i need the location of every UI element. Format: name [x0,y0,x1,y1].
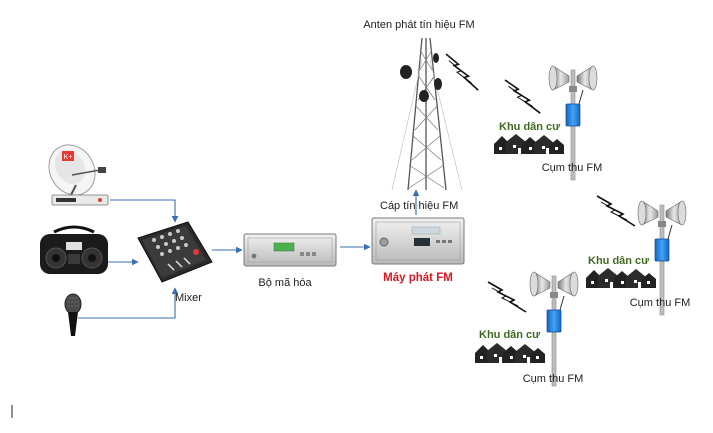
residential-label-2: Khu dân cư [588,255,649,267]
antenna-tower-icon [391,37,463,191]
residential-label-1: Khu dân cư [499,121,560,133]
receiver-label-3: Cụm thu FM [523,373,584,385]
microphone-icon [64,293,82,336]
connector-lines [78,189,420,319]
satellite-to-mixer-line [110,199,179,223]
mic-to-mixer-line [78,287,179,319]
rack-transmitter-icon [371,217,465,265]
lightning-signal-icon [501,79,544,114]
receiver-label-2: Cụm thu FM [630,297,691,309]
mixer-label: Mixer [175,292,202,304]
transmitter-label: Máy phát FM [383,272,453,284]
lightning-signal-icon [439,53,485,91]
satellite-dish-icon: K+ [48,144,109,206]
lightning-signal-icon [596,195,636,227]
houses-icon [494,134,564,154]
cable-label: Cáp tín hiệu FM [380,200,458,212]
audio-mixer-icon [137,221,213,283]
antenna-label: Anten phát tín hiệu FM [363,19,474,31]
receiver-label-1: Cụm thu FM [542,162,603,174]
rack-encoder-icon [243,233,337,267]
houses-icon [475,343,545,363]
svg-text:K+: K+ [64,154,73,161]
boombox-radio-icon [40,225,108,274]
residential-label-3: Khu dân cư [479,329,540,341]
lightning-signal-icon [487,281,527,313]
encoder-label: Bộ mã hóa [258,277,312,289]
houses-icon [586,268,656,288]
